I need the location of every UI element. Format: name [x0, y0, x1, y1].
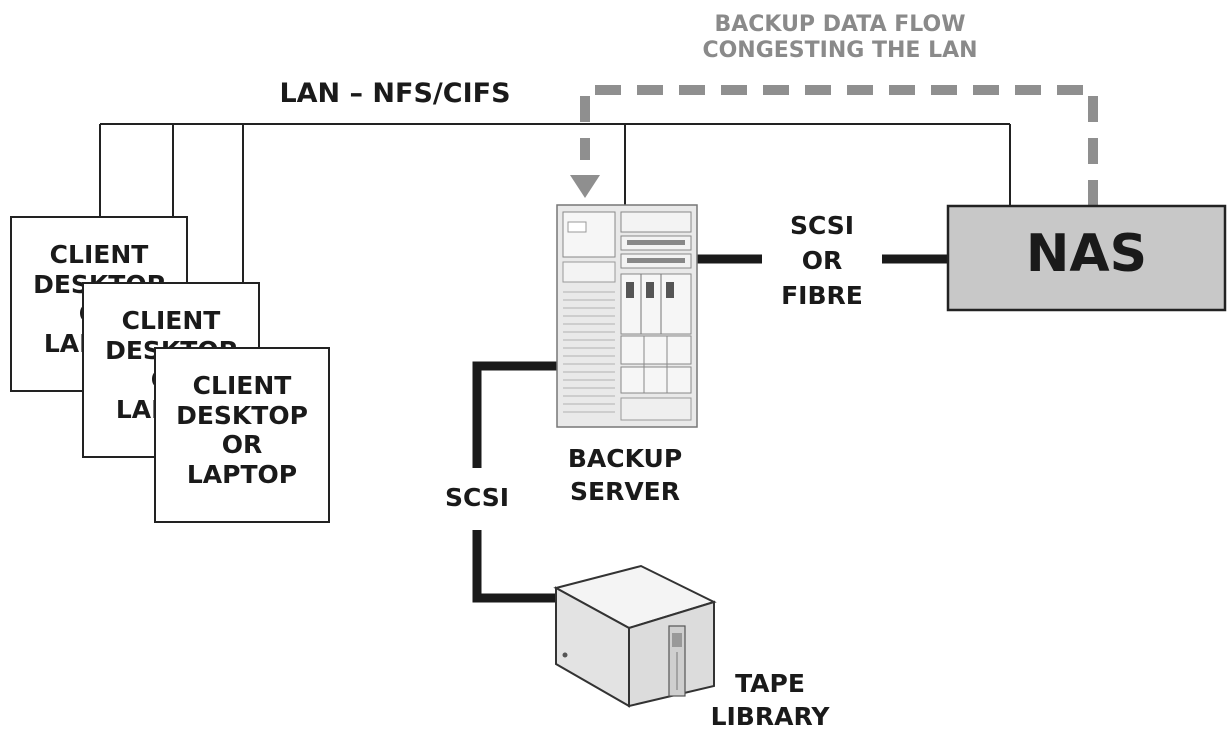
- backup-flow-arrowhead: [570, 175, 600, 198]
- nas-label: NAS: [1025, 224, 1148, 284]
- scsi-label: SCSI: [444, 483, 510, 512]
- client-label-3: CLIENT DESKTOP OR LAPTOP: [176, 371, 308, 489]
- scsi-or-fibre-label: SCSI OR FIBRE: [781, 211, 863, 310]
- scsi-link-lower: [472, 530, 556, 603]
- tape-library-label: TAPE LIBRARY: [710, 669, 830, 731]
- backup-server-icon: [556, 204, 698, 428]
- nas-box: [946, 204, 1227, 312]
- client-box-3: CLIENT DESKTOP OR LAPTOP: [154, 347, 330, 523]
- lan-label: LAN – NFS/CIFS: [279, 78, 511, 109]
- scsi-link-upper: [472, 361, 557, 468]
- backup-flow-dashed-path: [580, 85, 1098, 206]
- backup-flow-label: BACKUP DATA FLOW CONGESTING THE LAN: [702, 12, 978, 64]
- tape-library-icon: [553, 564, 717, 708]
- backup-server-label: BACKUP SERVER: [567, 444, 683, 506]
